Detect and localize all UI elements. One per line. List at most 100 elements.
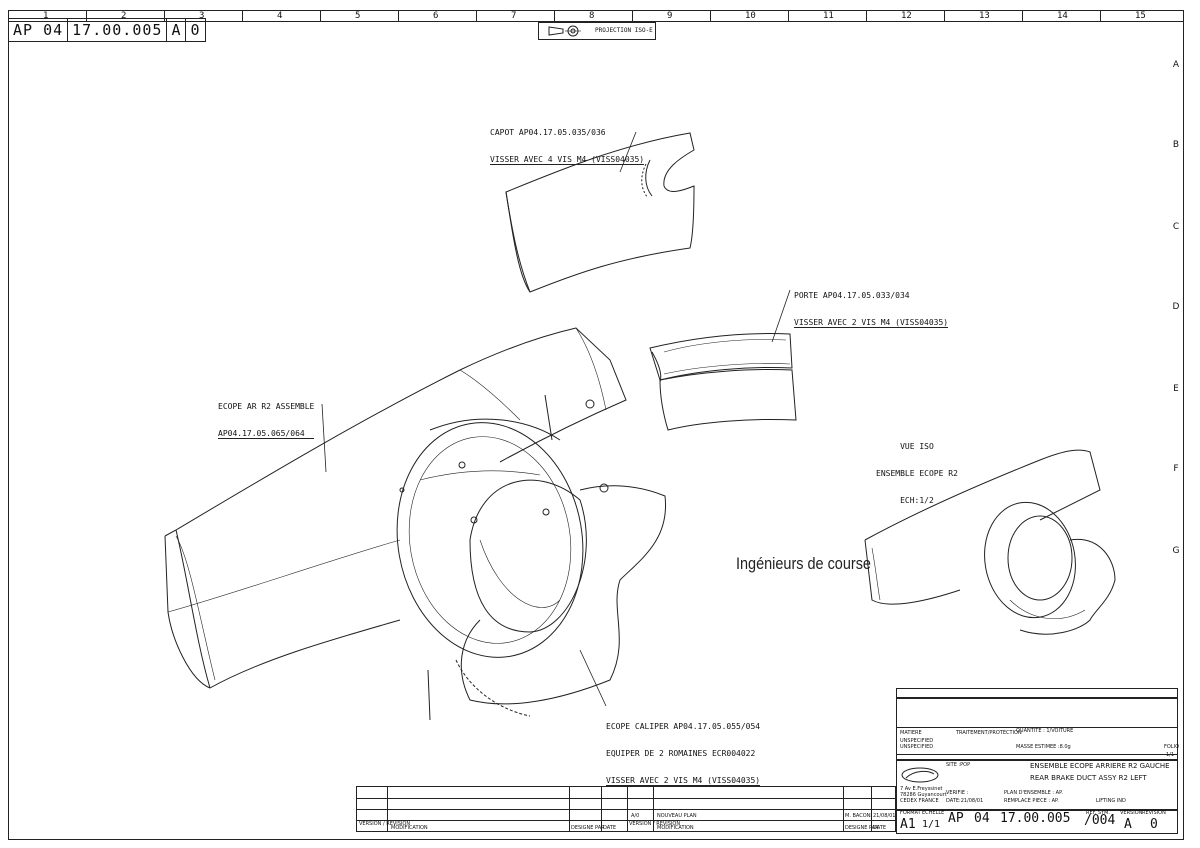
caliper-callout: ECOPE CALIPER AP04.17.05.055/054 EQUIPER… (606, 704, 761, 795)
lieu: LIFTING IND (1096, 798, 1126, 804)
projection-box: PROJECTION ISO-E (538, 22, 656, 40)
column-label: 3 (164, 10, 242, 22)
ecope-callout: ECOPE AR R2 ASSEMBLE AP04.17.05.065/064 (218, 384, 315, 448)
address-2: 78286 Guyancourt (900, 792, 947, 798)
ecope-line-1: ECOPE AR R2 ASSEMBLE (218, 402, 315, 411)
traitement: TRAITEMENT/PROTECTION (956, 730, 1022, 736)
column-label: 11 (788, 10, 866, 22)
verifie: VERIFIE : (946, 790, 969, 796)
site: SITE :POP (946, 762, 971, 768)
company-logo-icon (901, 767, 939, 783)
leader-lines (321, 131, 791, 707)
column-label: 2 (86, 10, 164, 22)
ecope-line-2: AP04.17.05.065/064 (218, 429, 315, 439)
column-label: 6 (398, 10, 476, 22)
column-label: 8 (554, 10, 632, 22)
row-label: B (1172, 140, 1180, 150)
rev-date-label-2: DATE (873, 825, 887, 831)
matiere: MATIERE (900, 730, 922, 736)
rev-modification-label-2: MODIFICATION (657, 825, 694, 831)
row-label: D (1172, 302, 1180, 312)
date-verif: DATE:21/08/01 (946, 798, 984, 804)
format-label: FORMAT (900, 810, 921, 816)
rev-entry-version: A/0 (631, 813, 640, 819)
iso-line-3: ECH:1/2 (900, 496, 934, 505)
column-label: 15 (1100, 10, 1182, 22)
capot-line-2: VISSER AVEC 4 VIS M4 (VISS04035) (490, 155, 645, 165)
iso-callout: VUE ISO ENSEMBLE ECOPE R2 ECH:1/2 (876, 424, 958, 514)
caliper-line-3: VISSER AVEC 2 VIS M4 (VISS04035) (606, 776, 761, 786)
id-code: 04 (974, 811, 990, 826)
drawing-rev2: 0 (190, 21, 201, 39)
row-label: F (1173, 464, 1179, 474)
column-label: 1 (8, 10, 86, 22)
rev-version-label-2: VERSION / REVISION (629, 821, 681, 827)
iso-view (864, 449, 1116, 635)
format-value: A1 (900, 817, 916, 832)
column-label: 4 (242, 10, 320, 22)
remplace: REMPLACE PIECE : AP. (1004, 798, 1059, 804)
id-ap: AP (948, 811, 964, 826)
ecope-assembly (164, 327, 667, 721)
rev-entry-date: 21/08/01 (873, 813, 896, 819)
porte-callout: PORTE AP04.17.05.033/034 VISSER AVEC 2 V… (794, 273, 949, 337)
iso-line-2: ENSEMBLE ECOPE R2 (876, 469, 958, 478)
title-fr: ENSEMBLE ECOPE ARRIERE R2 GAUCHE (1030, 762, 1170, 770)
drawing-rev1: A (167, 19, 187, 41)
caliper-line-1: ECOPE CALIPER AP04.17.05.055/054 (606, 722, 761, 731)
address-3: CEDEX FRANCE (900, 798, 939, 804)
title-en: REAR BRAKE DUCT ASSY R2 LEFT (1030, 774, 1147, 782)
id-row (896, 810, 1178, 834)
address-1: 7 Av E.Freyssinet (900, 786, 943, 792)
id-rev2: 0 (1150, 817, 1158, 832)
revision-table: VERSION / REVISION MODIFICATION DESIGNE … (356, 786, 896, 832)
drawing-frame (8, 10, 1184, 840)
id-number: 17.00.005 (1000, 811, 1071, 826)
projection-symbol-icon (548, 25, 581, 37)
echelle-label: ECHELLE (922, 810, 945, 816)
porte-line-2: VISSER AVEC 2 VIS M4 (VISS04035) (794, 318, 949, 328)
iso-line-1: VUE ISO (900, 442, 934, 451)
id-rev: A (1124, 817, 1132, 832)
column-label: 9 (632, 10, 710, 22)
title-block-tolerances (896, 698, 1178, 728)
rev-designe-label: DESIGNE PAR (571, 825, 605, 831)
rev-entry-by: M. BACONI (845, 813, 872, 819)
ref-label: REF. SYM. (1086, 810, 1111, 816)
column-label: 10 (710, 10, 788, 22)
column-label: 13 (944, 10, 1022, 22)
column-label: 14 (1022, 10, 1100, 22)
unspecified-1: UNSPECIFIED (900, 738, 934, 744)
rev-designe-label-2: DESIGNE PAR (845, 825, 879, 831)
rev-modification-label: MODIFICATION (391, 825, 428, 831)
id-sheet: /004 (1084, 813, 1116, 828)
column-label: 5 (320, 10, 398, 22)
column-ruler: 1 2 3 4 5 6 7 8 9 10 11 12 13 14 15 (8, 10, 1184, 22)
projection-label: PROJECTION ISO-E (595, 27, 653, 34)
title-block-header (896, 688, 1178, 698)
version-label: VERSION (1120, 810, 1143, 816)
row-label: E (1173, 384, 1179, 394)
unspecified-2: UNSPECIFIED (900, 744, 934, 750)
folio: FOLIO (1164, 744, 1180, 750)
rev-version-label: VERSION / REVISION (359, 821, 411, 827)
porte-part (649, 333, 797, 431)
title-area (896, 760, 1178, 810)
row-label: A (1172, 60, 1180, 70)
drawing-code: 17.00.005 (68, 19, 168, 41)
mass: MASSE ESTIMEE :8.0g (1016, 744, 1071, 750)
capot-callout: CAPOT AP04.17.05.035/036 VISSER AVEC 4 V… (490, 110, 645, 174)
revision-label: REVISION (1142, 810, 1166, 816)
column-label: 12 (866, 10, 944, 22)
rev-entry-text: NOUVEAU PLAN (657, 813, 697, 819)
folio-value: 1/1 (1166, 752, 1175, 758)
porte-line-1: PORTE AP04.17.05.033/034 (794, 291, 910, 300)
row-label: C (1172, 222, 1180, 232)
capot-part (505, 132, 695, 293)
rev-date-label: DATE (603, 825, 617, 831)
drawing-number: AP 04 17.00.005 A 0 (8, 18, 206, 42)
quantity: QUANTITE : 1/VOITURE (1016, 728, 1074, 734)
caliper-line-2: EQUIPER DE 2 ROMAINES ECR004022 (606, 749, 756, 758)
watermark: Ingénieurs de course (736, 554, 871, 573)
